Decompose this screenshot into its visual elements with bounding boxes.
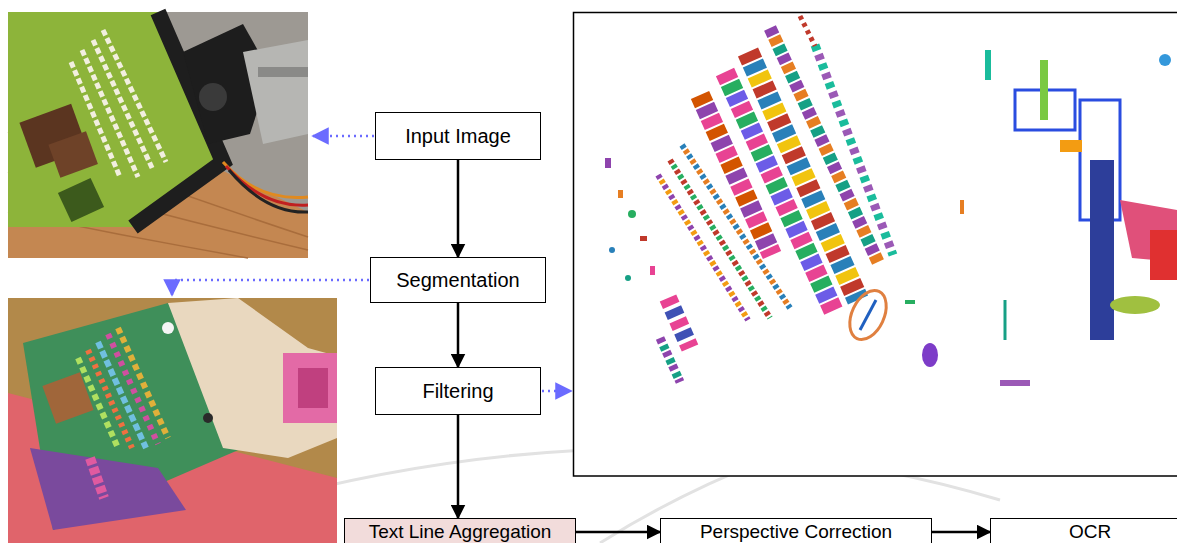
input-photo-part bbox=[48, 131, 98, 178]
filtered-image-part-part bbox=[658, 145, 790, 320]
filtered-image-part-part bbox=[668, 298, 690, 348]
segmentation-image-part bbox=[298, 368, 328, 408]
box-label: Segmentation bbox=[396, 269, 519, 291]
filtered-image-part-part-part bbox=[682, 145, 790, 308]
segmentation-image-part bbox=[30, 448, 186, 530]
filtered-image-part-part-part bbox=[815, 45, 893, 255]
process-box: Segmentation bbox=[370, 257, 546, 303]
segmentation-image-part bbox=[162, 322, 174, 334]
input-photo-part bbox=[58, 178, 104, 222]
flow-arrow bbox=[576, 531, 660, 534]
input-photo-part bbox=[71, 30, 166, 177]
filtered-image-part-part-part bbox=[682, 145, 790, 308]
process-box: Input Image bbox=[375, 112, 541, 160]
process-box: Filtering bbox=[375, 367, 541, 415]
flow-arrow bbox=[457, 303, 460, 367]
filtered-image-part-part bbox=[650, 266, 655, 275]
filtered-image-part-part-part bbox=[700, 95, 772, 255]
filtered-image-part-part bbox=[609, 247, 615, 253]
input-photo-part bbox=[8, 12, 223, 227]
segmentation-image-part bbox=[90, 458, 104, 498]
filtered-image-part-part bbox=[628, 210, 636, 218]
box-label: OCR bbox=[1069, 521, 1111, 542]
filtered-image-part-part bbox=[1040, 60, 1048, 120]
callout-arrows bbox=[172, 136, 571, 391]
filtered-image-part-part bbox=[985, 50, 991, 80]
box-label: Input Image bbox=[405, 125, 511, 147]
filtered-image-part-part bbox=[605, 158, 611, 168]
filtered-image-part-part-part bbox=[660, 338, 680, 382]
callout-arrows-part bbox=[542, 390, 571, 393]
filtered-image-part-part-part bbox=[668, 298, 690, 348]
filtered-image-part-part bbox=[1110, 296, 1160, 314]
input-photo-part bbox=[229, 170, 308, 212]
segmentation-image-part bbox=[283, 353, 337, 423]
process-box: Text Line Aggregation bbox=[344, 518, 576, 543]
segmentation-image-part bbox=[168, 298, 337, 458]
flow-arrow bbox=[457, 160, 460, 257]
filtered-image-part-part-part bbox=[700, 95, 772, 255]
filtered-image-part bbox=[574, 13, 1177, 477]
filtered-image-part-part bbox=[860, 300, 876, 330]
input-photo-part bbox=[8, 12, 308, 258]
input-photo-part bbox=[199, 83, 227, 111]
callout-arrows-part bbox=[172, 280, 369, 295]
filtered-image-part-part-part bbox=[668, 298, 690, 348]
filtered-image-part-part-part bbox=[700, 95, 772, 255]
callout-arrows-part bbox=[313, 135, 374, 138]
input-photo bbox=[8, 12, 308, 258]
box-label: Perspective Correction bbox=[700, 521, 892, 542]
filtered-image-part-part-part bbox=[670, 160, 770, 318]
filtered-image-part-part bbox=[1060, 140, 1082, 152]
segmentation-image-part-part bbox=[78, 358, 118, 448]
process-box: Perspective Correction bbox=[660, 518, 932, 543]
filtered-image-part-part bbox=[1000, 380, 1030, 386]
input-photo-part bbox=[243, 40, 308, 144]
filtered-image bbox=[574, 13, 1177, 477]
input-photo-part bbox=[226, 166, 308, 205]
filtered-image-part-part bbox=[618, 190, 623, 198]
filtered-image-part-part bbox=[960, 200, 964, 214]
segmentation-image-part-part bbox=[108, 334, 158, 444]
filtered-image-part-part bbox=[1150, 230, 1177, 280]
filtered-image-part-part bbox=[815, 45, 893, 255]
filtered-image-part-part bbox=[1159, 54, 1171, 66]
segmentation-image-part bbox=[203, 413, 213, 423]
filtered-image-part-part-part bbox=[815, 45, 893, 255]
filtered-image-part bbox=[658, 16, 1120, 382]
flow-arrow bbox=[457, 415, 460, 518]
process-box: OCR bbox=[990, 518, 1177, 543]
filtered-image-part-part-part bbox=[660, 338, 680, 382]
input-photo-part-part bbox=[93, 40, 153, 170]
filtered-image-part-part bbox=[640, 236, 647, 241]
segmentation-image bbox=[8, 298, 337, 543]
filtered-image-part-part bbox=[1004, 300, 1007, 340]
box-label: Text Line Aggregation bbox=[369, 521, 552, 542]
box-label: Filtering bbox=[422, 380, 493, 402]
filtered-image-part-part bbox=[700, 95, 772, 255]
segmentation-image-part bbox=[78, 328, 168, 448]
segmentation-image-part bbox=[8, 298, 337, 543]
filtered-image-part-part bbox=[843, 285, 894, 346]
filtered-image-part-part bbox=[625, 275, 631, 281]
filtered-image-part-part-part bbox=[670, 160, 770, 318]
input-photo-part-part bbox=[103, 30, 166, 162]
filtered-image-part-part bbox=[660, 338, 680, 382]
flow-arrow bbox=[932, 531, 990, 534]
segmentation-image-part-part bbox=[118, 328, 168, 438]
filtered-image-part-part bbox=[905, 300, 915, 304]
filtered-image-part-part bbox=[1090, 160, 1114, 340]
input-photo-part bbox=[258, 67, 308, 77]
filtered-image-part-part bbox=[922, 343, 938, 367]
filtered-image-part bbox=[605, 50, 1177, 386]
input-photo-part-part bbox=[71, 62, 120, 177]
filtered-image-part-part bbox=[800, 16, 815, 46]
